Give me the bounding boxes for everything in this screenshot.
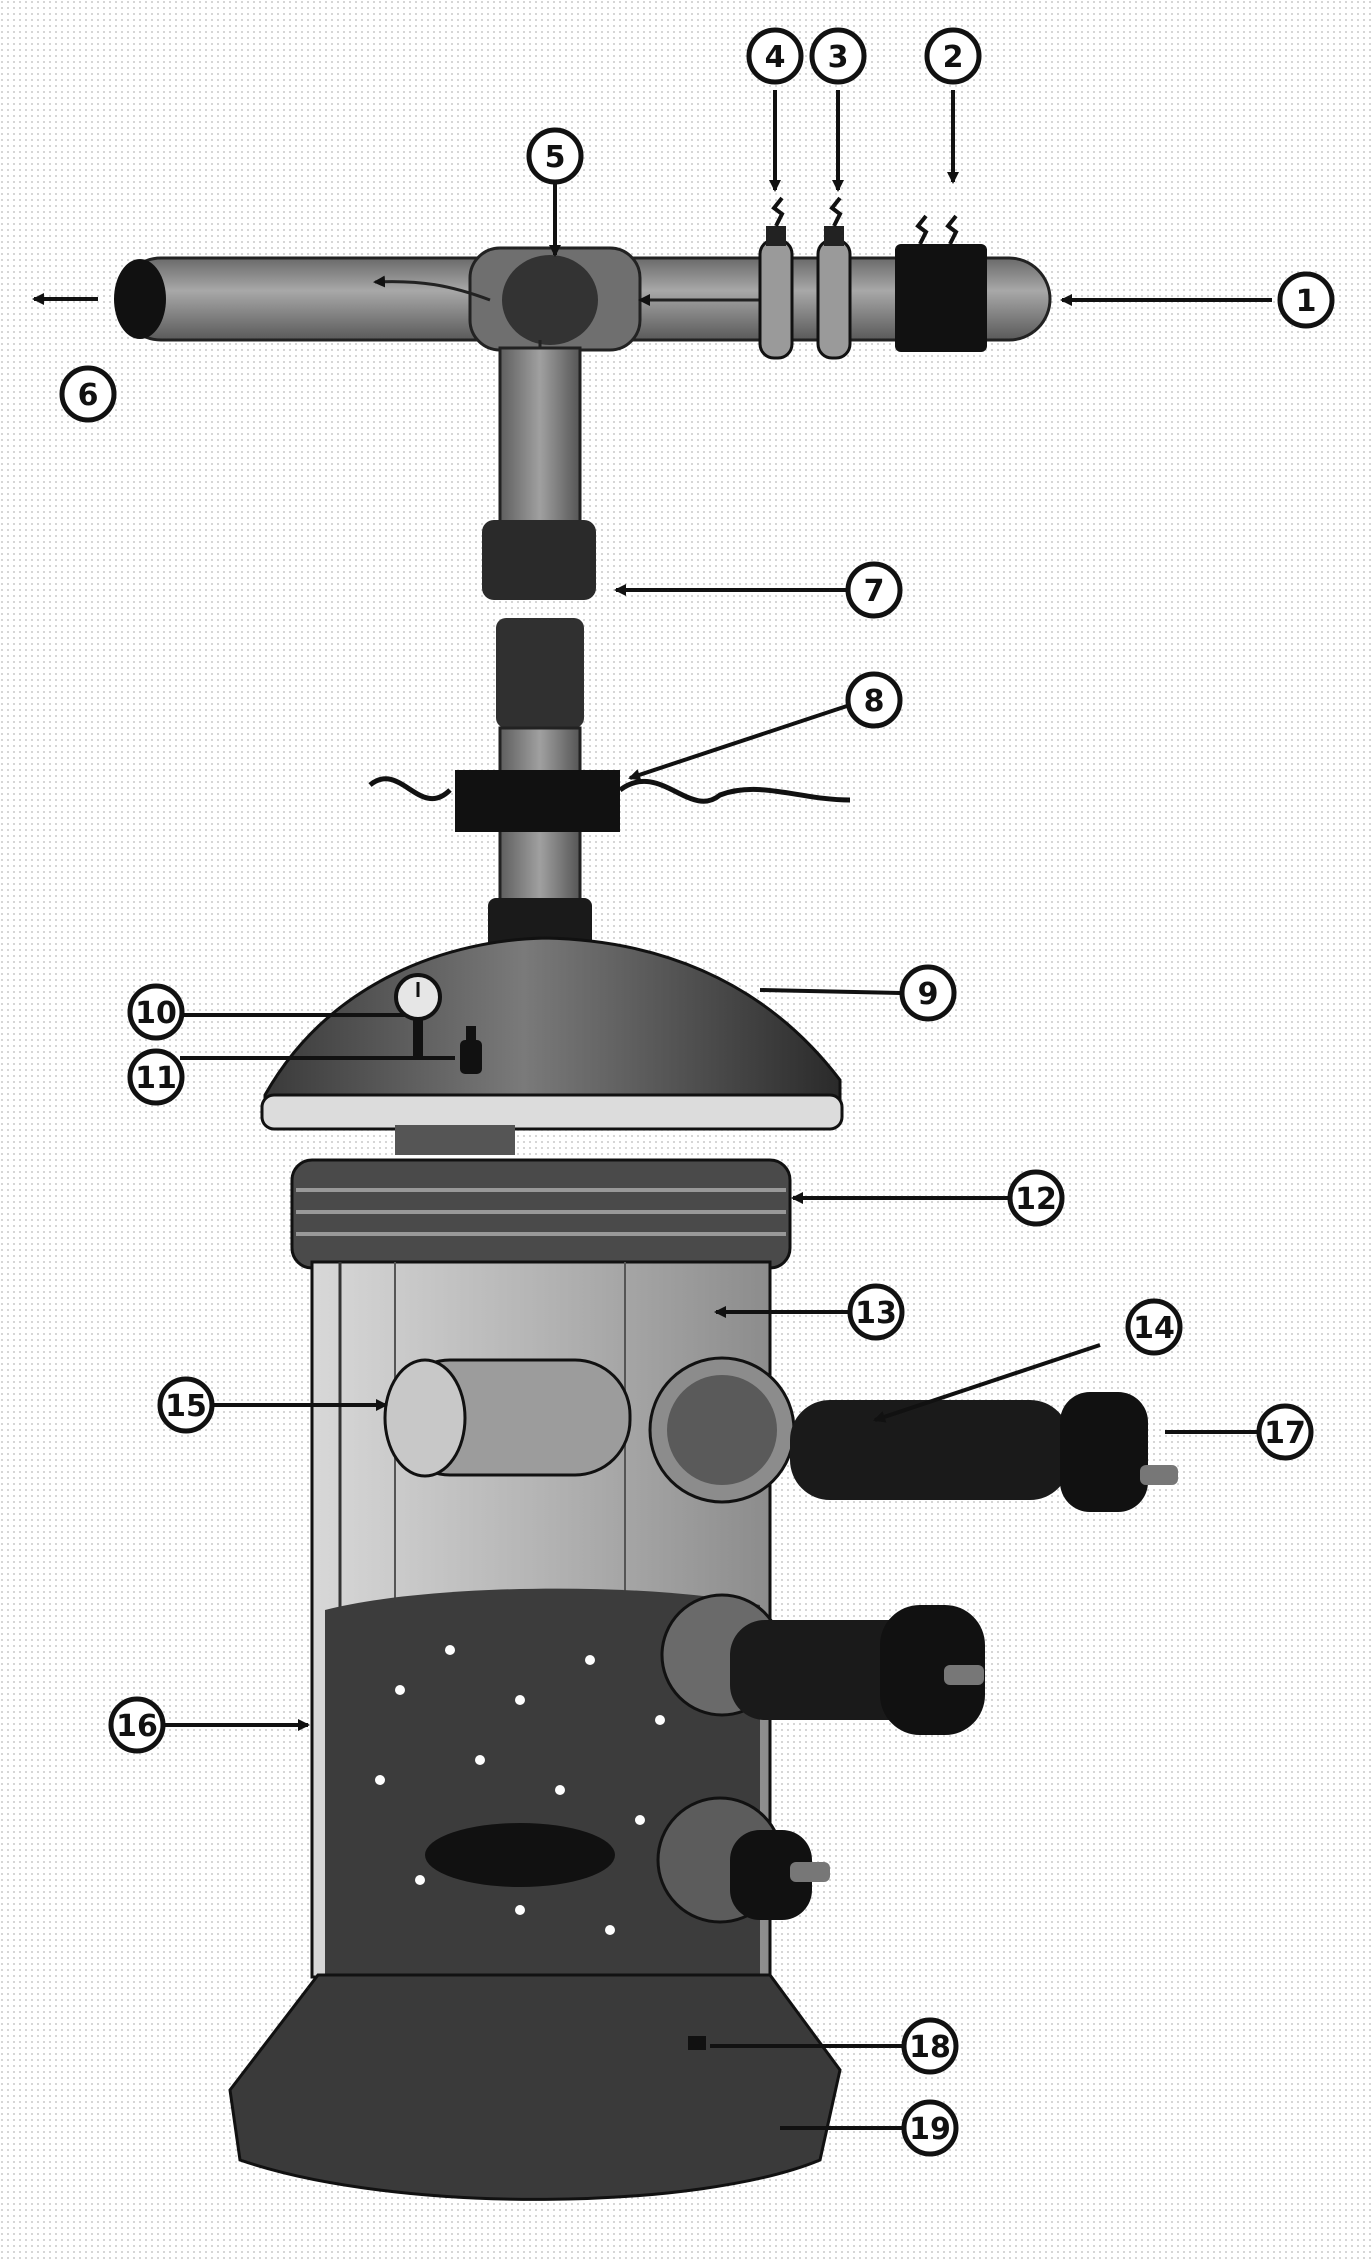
svg-text:13: 13	[855, 1296, 897, 1331]
svg-text:5: 5	[545, 140, 566, 175]
svg-text:7: 7	[864, 574, 885, 609]
callout-5: 5	[526, 127, 584, 185]
svg-text:2: 2	[943, 40, 964, 75]
svg-text:19: 19	[909, 2112, 951, 2147]
callout-3: 3	[809, 27, 867, 85]
leader-lines	[32, 90, 1272, 2130]
pressure-gauge	[394, 973, 442, 1058]
vertical-pipe	[482, 346, 596, 958]
callout-8: 8	[845, 671, 903, 729]
callout-4: 4	[746, 27, 804, 85]
sensor-probe-4	[758, 196, 794, 360]
svg-text:18: 18	[909, 2030, 951, 2065]
electrode-housing-upper	[648, 1356, 1178, 1512]
svg-text:16: 16	[116, 1709, 158, 1744]
sensor-probe-3	[816, 196, 852, 360]
svg-text:11: 11	[135, 1061, 177, 1096]
callout-14: 14	[1125, 1298, 1183, 1356]
callout-16: 16	[108, 1696, 166, 1754]
threaded-ring	[290, 1158, 792, 1270]
flow-meter-8	[368, 770, 851, 832]
svg-text:8: 8	[864, 684, 885, 719]
svg-text:14: 14	[1133, 1311, 1175, 1346]
callout-17: 17	[1256, 1403, 1314, 1461]
air-valve	[460, 1026, 482, 1074]
callout-2: 2	[924, 27, 982, 85]
tank-base	[228, 1973, 842, 2201]
callout-19: 19	[901, 2099, 959, 2157]
electrode-housing-middle	[660, 1593, 985, 1735]
svg-text:9: 9	[918, 977, 939, 1012]
callout-13: 13	[847, 1283, 905, 1341]
svg-text:6: 6	[78, 378, 99, 413]
sensor-block-2	[895, 214, 987, 352]
callout-10: 10	[127, 983, 185, 1041]
callout-12: 12	[1007, 1169, 1065, 1227]
callout-15: 15	[157, 1376, 215, 1434]
callout-11: 11	[127, 1048, 185, 1106]
callout-1: 1	[1277, 271, 1335, 329]
svg-text:3: 3	[828, 40, 849, 75]
callout-9: 9	[899, 964, 957, 1022]
callout-7: 7	[845, 561, 903, 619]
svg-text:10: 10	[135, 996, 177, 1031]
svg-text:15: 15	[165, 1389, 207, 1424]
svg-text:4: 4	[765, 40, 786, 75]
svg-text:1: 1	[1296, 284, 1317, 319]
filter-screen	[383, 1358, 632, 1478]
callout-6: 6	[59, 365, 117, 423]
svg-text:12: 12	[1015, 1182, 1057, 1217]
electrode-housing-lower	[656, 1796, 830, 1924]
callout-18: 18	[901, 2017, 959, 2075]
svg-text:17: 17	[1264, 1416, 1306, 1451]
